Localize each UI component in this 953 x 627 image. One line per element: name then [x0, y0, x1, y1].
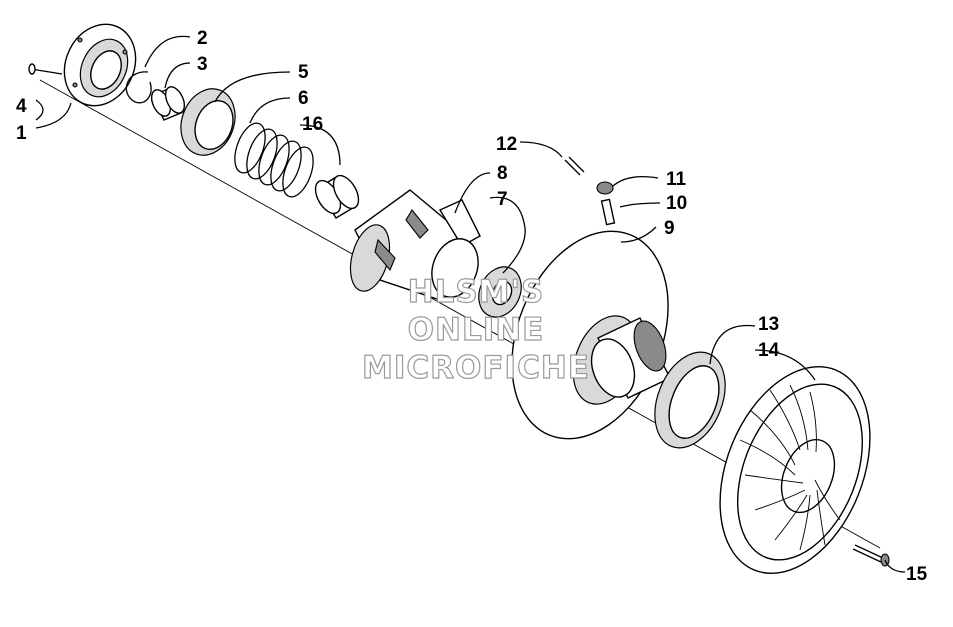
part-8-cam — [349, 189, 481, 301]
callout-3: 3 — [197, 54, 208, 75]
callout-11: 11 — [666, 169, 687, 190]
callout-12: 12 — [496, 134, 517, 155]
part-16-sleeve — [314, 174, 360, 219]
part-2-snap-ring — [125, 71, 152, 104]
callout-4: 4 — [16, 96, 27, 117]
callout-13: 13 — [758, 314, 779, 335]
part-1-cover-plate — [63, 23, 137, 107]
callout-16: 16 — [302, 114, 323, 135]
leader-lines — [35, 35, 906, 573]
part-7-washer — [478, 266, 522, 318]
watermark-line-3: MICROFICHE — [362, 350, 590, 386]
callout-10: 10 — [666, 193, 687, 214]
part-14-fan-sheave — [719, 365, 871, 575]
part-3-bushing — [150, 86, 186, 121]
part-13-ring — [654, 351, 726, 449]
callout-14: 14 — [758, 340, 780, 361]
callout-1: 1 — [16, 123, 27, 144]
callout-2: 2 — [197, 28, 208, 49]
callout-8: 8 — [497, 163, 508, 184]
callout-9: 9 — [664, 218, 675, 239]
part-4-bolt — [28, 63, 63, 75]
part-9-sheave — [511, 230, 671, 440]
part-10-pin — [600, 198, 616, 226]
callout-6: 6 — [298, 88, 309, 109]
part-5-retainer — [180, 88, 236, 156]
callout-15: 15 — [906, 564, 928, 585]
callout-5: 5 — [298, 62, 309, 83]
watermark-line-2: ONLINE — [408, 312, 545, 348]
callout-7: 7 — [497, 189, 508, 210]
watermark: HLSM'S ONLINE MICROFICHE — [361, 273, 590, 386]
part-11-cap — [596, 181, 614, 195]
part-15-bolt — [852, 544, 890, 567]
part-6-spring — [234, 122, 314, 198]
part-12-pin — [564, 156, 585, 176]
watermark-line-1: HLSM'S — [408, 274, 545, 310]
